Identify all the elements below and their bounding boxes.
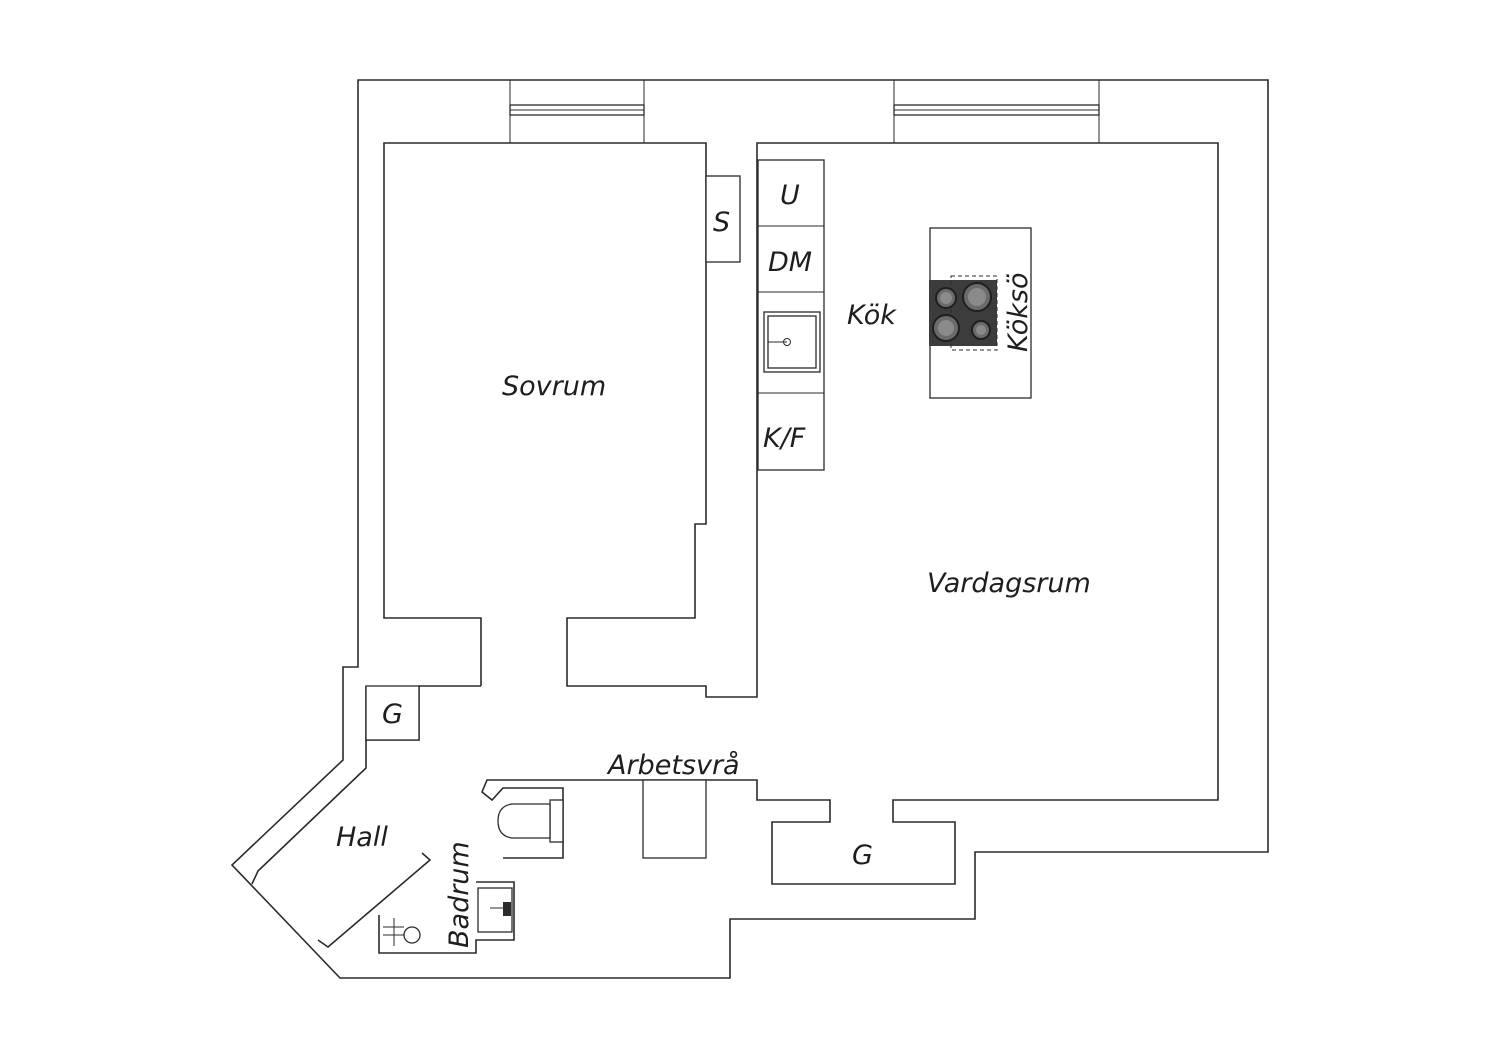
- workspace-desk: [642, 779, 707, 859]
- label-wardrobe-bedroom: S: [713, 207, 730, 238]
- kitchen-sink: [763, 311, 821, 373]
- bathroom-diagonal-wall: [317, 852, 432, 949]
- label-badrum: Badrum: [444, 841, 475, 948]
- label-dishwasher: DM: [768, 247, 812, 278]
- label-wardrobe-hall: G: [382, 699, 403, 730]
- wardrobe-hall: [365, 685, 420, 741]
- label-fridge-freezer: K/F: [763, 423, 806, 454]
- hall-diagonal-wall: [251, 740, 367, 885]
- label-sovrum: Sovrum: [502, 371, 606, 402]
- wardrobe-bedroom: [705, 175, 741, 263]
- window-living: [893, 80, 1100, 143]
- bathroom-sink: [477, 887, 513, 933]
- label-wardrobe-living: G: [852, 840, 873, 871]
- label-koksö: Köksö: [1003, 273, 1034, 352]
- toilet: [497, 799, 564, 843]
- label-hall: Hall: [336, 822, 388, 853]
- window-bedroom: [509, 80, 645, 143]
- label-oven: U: [780, 180, 800, 211]
- outer-wall: [230, 79, 1269, 979]
- label-vardagsrum: Vardagsrum: [927, 568, 1091, 599]
- bedroom-wall: [383, 142, 1219, 885]
- label-kok: Kök: [847, 300, 897, 331]
- shower: [383, 918, 421, 946]
- label-arbetsvra: Arbetsvrå: [606, 750, 740, 781]
- cooktop: [929, 275, 998, 351]
- bathroom-wall: [378, 881, 515, 954]
